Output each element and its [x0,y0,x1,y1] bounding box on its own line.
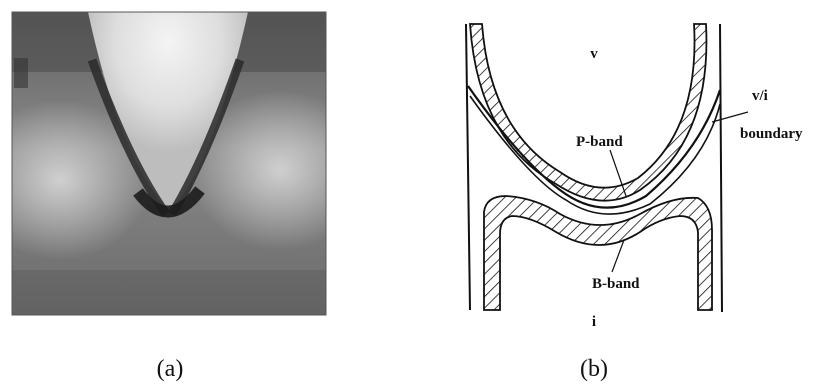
p-band-shape [470,24,706,201]
b-band-pointer [612,240,624,272]
b-band-label: B-band [592,276,640,292]
caption-a: (a) [157,356,184,382]
region-v-label: v [590,46,598,62]
caption-b: (b) [580,356,608,382]
photo-panel [0,12,370,315]
boundary-label-line2: boundary [740,126,803,142]
p-band-label: P-band [576,134,623,150]
right-wall [720,24,722,312]
schematic-panel [466,24,748,312]
region-i-label: i [592,314,596,330]
left-wall [466,24,470,310]
boundary-label-line1: v/i [752,88,768,104]
